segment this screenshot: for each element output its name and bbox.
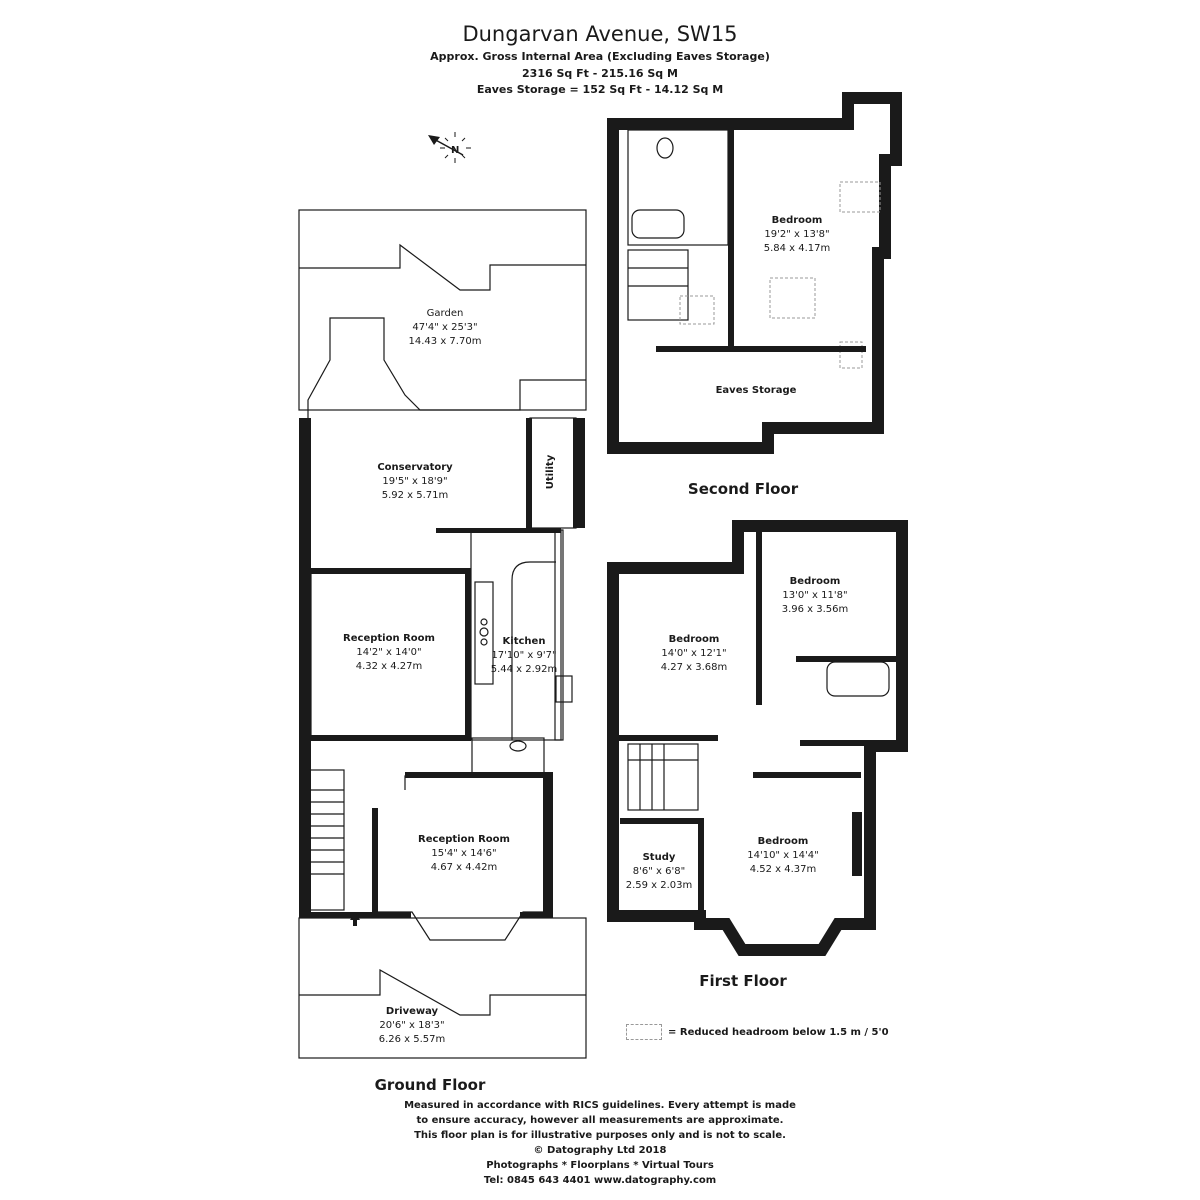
legend-text: Reduced headroom below 1.5 m / 5'0 [679,1027,889,1038]
footer: Measured in accordance with RICS guideli… [300,1098,900,1188]
svg-text:47'4" x 25'3": 47'4" x 25'3" [412,322,477,333]
svg-text:15'4" x 14'6": 15'4" x 14'6" [431,848,496,859]
room-label-bedroom-rear-right: Bedroom 13'0" x 11'8" 3.96 x 3.56m [782,576,849,615]
svg-text:Bedroom: Bedroom [790,576,841,587]
footer-contact: Tel: 0845 643 4401 www.datography.com [483,1175,717,1186]
svg-text:8'6" x 6'8": 8'6" x 6'8" [633,866,685,877]
area-subtitle: Approx. Gross Internal Area (Excluding E… [430,50,770,63]
svg-text:5.84 x 4.17m: 5.84 x 4.17m [764,243,831,254]
room-label-driveway: Driveway 20'6" x 18'3" 6.26 x 5.57m [379,1006,446,1045]
svg-text:Bedroom: Bedroom [669,634,720,645]
driveway-boundary [298,917,587,1059]
footer-line: This floor plan is for illustrative purp… [414,1130,786,1141]
room-label-study: Study 8'6" x 6'8" 2.59 x 2.03m [626,852,693,891]
footer-copyright: © Datography Ltd 2018 [533,1145,667,1156]
page-title: Dungarvan Avenue, SW15 [462,22,738,46]
svg-text:4.32 x 4.27m: 4.32 x 4.27m [356,661,423,672]
svg-text:Garden: Garden [427,308,464,319]
floor-title-second: Second Floor [688,480,799,498]
ground-floor-plan [298,209,587,1059]
area-total: 2316 Sq Ft - 215.16 Sq M [522,67,678,80]
room-label-bedroom-rear-left: Bedroom 14'0" x 12'1" 4.27 x 3.68m [661,634,728,673]
room-label-utility: Utility [545,454,556,489]
entrance-arrow-icon [350,912,360,926]
svg-text:14'0" x 12'1": 14'0" x 12'1" [661,648,726,659]
svg-text:4.67 x 4.42m: 4.67 x 4.42m [431,862,498,873]
svg-text:14'10" x 14'4": 14'10" x 14'4" [747,850,819,861]
svg-text:5.44 x 2.92m: 5.44 x 2.92m [491,664,558,675]
legend-swatch [626,1024,662,1040]
svg-text:6.26 x 5.57m: 6.26 x 5.57m [379,1034,446,1045]
svg-text:Reception Room: Reception Room [343,633,435,644]
eaves-area: Eaves Storage = 152 Sq Ft - 14.12 Sq M [476,83,724,96]
svg-text:19'2" x 13'8": 19'2" x 13'8" [764,229,829,240]
room-label-eaves: Eaves Storage [716,385,797,396]
svg-text:Study: Study [643,852,676,863]
room-label-conservatory: Conservatory 19'5" x 18'9" 5.92 x 5.71m [377,462,453,501]
room-label-reception-2: Reception Room 15'4" x 14'6" 4.67 x 4.42… [418,834,510,873]
svg-text:14'2" x 14'0": 14'2" x 14'0" [356,647,421,658]
first-floor-plan [607,520,908,956]
svg-text:14.43 x 7.70m: 14.43 x 7.70m [409,336,482,347]
footer-line: to ensure accuracy, however all measurem… [416,1115,784,1126]
room-label-bedroom-front: Bedroom 14'10" x 14'4" 4.52 x 4.37m [747,836,819,875]
svg-text:3.96 x 3.56m: 3.96 x 3.56m [782,604,849,615]
legend: = Reduced headroom below 1.5 m / 5'0 [626,1024,889,1040]
room-label-kitchen: Kitchen 17'10" x 9'7" 5.44 x 2.92m [491,636,558,675]
footer-services: Photographs * Floorplans * Virtual Tours [486,1160,714,1171]
svg-text:19'5" x 18'9": 19'5" x 18'9" [382,476,447,487]
room-label-reception-1: Reception Room 14'2" x 14'0" 4.32 x 4.27… [343,633,435,672]
compass-label: N [451,145,459,156]
compass-icon: N [428,132,471,163]
svg-text:20'6" x 18'3": 20'6" x 18'3" [379,1020,444,1031]
floor-title-ground: Ground Floor [375,1076,486,1094]
svg-text:2.59 x 2.03m: 2.59 x 2.03m [626,880,693,891]
room-label-bedroom-top: Bedroom 19'2" x 13'8" 5.84 x 4.17m [764,215,831,254]
second-floor-plan [607,92,902,454]
footer-line: Measured in accordance with RICS guideli… [404,1100,796,1111]
svg-text:Conservatory: Conservatory [377,462,453,473]
svg-text:Reception Room: Reception Room [418,834,510,845]
svg-text:17'10" x 9'7": 17'10" x 9'7" [491,650,556,661]
floor-title-first: First Floor [699,972,787,990]
svg-text:Kitchen: Kitchen [503,636,546,647]
svg-text:4.27 x 3.68m: 4.27 x 3.68m [661,662,728,673]
svg-text:4.52 x 4.37m: 4.52 x 4.37m [750,864,817,875]
svg-text:13'0" x 11'8": 13'0" x 11'8" [782,590,847,601]
room-label-garden: Garden 47'4" x 25'3" 14.43 x 7.70m [409,308,482,347]
svg-text:Bedroom: Bedroom [772,215,823,226]
svg-text:5.92 x 5.71m: 5.92 x 5.71m [382,490,449,501]
svg-text:Bedroom: Bedroom [758,836,809,847]
svg-text:Driveway: Driveway [386,1006,439,1017]
